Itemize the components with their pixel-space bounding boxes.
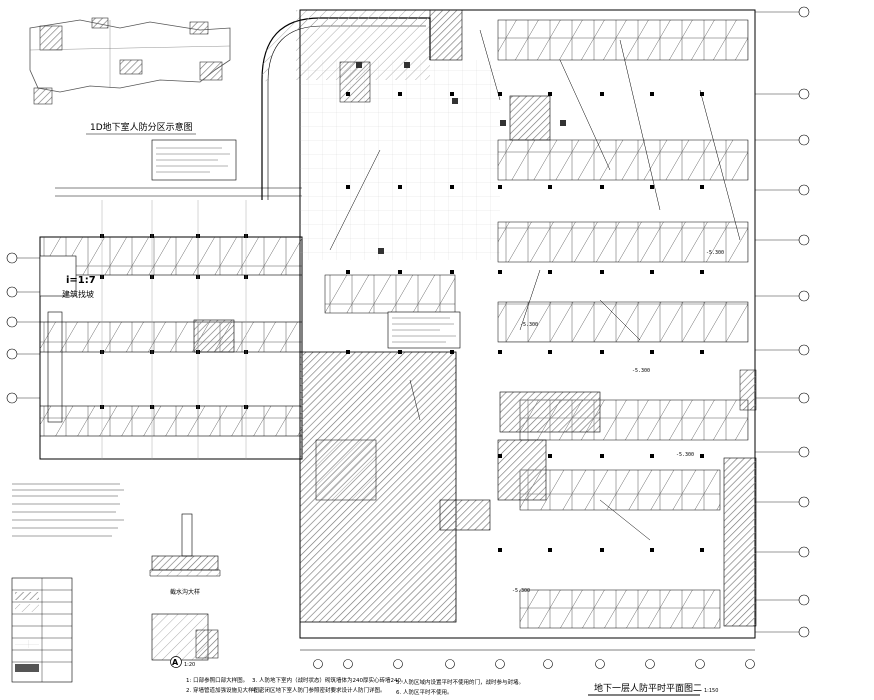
zone-info-box bbox=[151, 139, 237, 181]
keyplan: 1D地下室人防分区示意图 bbox=[29, 17, 231, 135]
elevation-mark: -5.300 bbox=[520, 322, 538, 328]
drawing-scale: 1:150 bbox=[704, 688, 718, 694]
top-dimension-line bbox=[55, 187, 302, 197]
columns bbox=[346, 92, 704, 552]
legend-table bbox=[11, 577, 73, 683]
note-6: 6. 人防区平时不使用。 bbox=[396, 688, 453, 696]
detail-title: 截水沟大样 bbox=[170, 588, 200, 596]
note-2: 2. 穿墙管道加强设施见大样图。 bbox=[186, 686, 265, 694]
detail-drawing: 截水沟大样 A 1:20 bbox=[149, 513, 221, 668]
general-notes bbox=[12, 483, 124, 537]
right-axis bbox=[755, 6, 810, 638]
ramp-note: 建筑找坡 bbox=[62, 289, 94, 299]
elevation-mark: -5.300 bbox=[676, 452, 694, 458]
elevation-mark: -5.300 bbox=[632, 368, 650, 374]
bottom-axis bbox=[313, 659, 755, 669]
drawing-title: 地下一层人防平时平面图二 1:150 bbox=[588, 682, 718, 696]
elevation-mark: -5.300 bbox=[512, 588, 530, 594]
ramp-slope-label: i=1:7 bbox=[66, 275, 96, 286]
main-plan: -5.300 -5.300 -5.300 -5.300 -5.300 bbox=[261, 9, 757, 651]
note-4: 4. 密闭区地下室人防门参照密封要求设计人防门详图。 bbox=[252, 686, 386, 694]
elevation-mark: -5.300 bbox=[706, 250, 724, 256]
keyplan-title: 1D地下室人防分区示意图 bbox=[90, 121, 193, 133]
bottom-notes: 1: 口部参照口部大样图。 2. 穿墙管道加强设施见大样图。 3. 人防地下室内… bbox=[186, 676, 524, 696]
detail-label: A bbox=[172, 658, 179, 667]
drawing-title-text: 地下一层人防平时平面图二 bbox=[594, 682, 702, 694]
left-wing-plan: i=1:7 建筑找坡 bbox=[39, 200, 303, 460]
note-3: 3. 人防地下室内（战时状态）砌筑墙体为240厚实心砖墙240。 bbox=[252, 676, 407, 684]
left-axis bbox=[6, 252, 40, 404]
detail-scale: 1:20 bbox=[184, 662, 195, 668]
note-1: 1: 口部参照口部大样图。 bbox=[186, 676, 248, 684]
note-5: 5. 人防区域内设置平时不使用的门，战时参与封堵。 bbox=[396, 678, 524, 686]
